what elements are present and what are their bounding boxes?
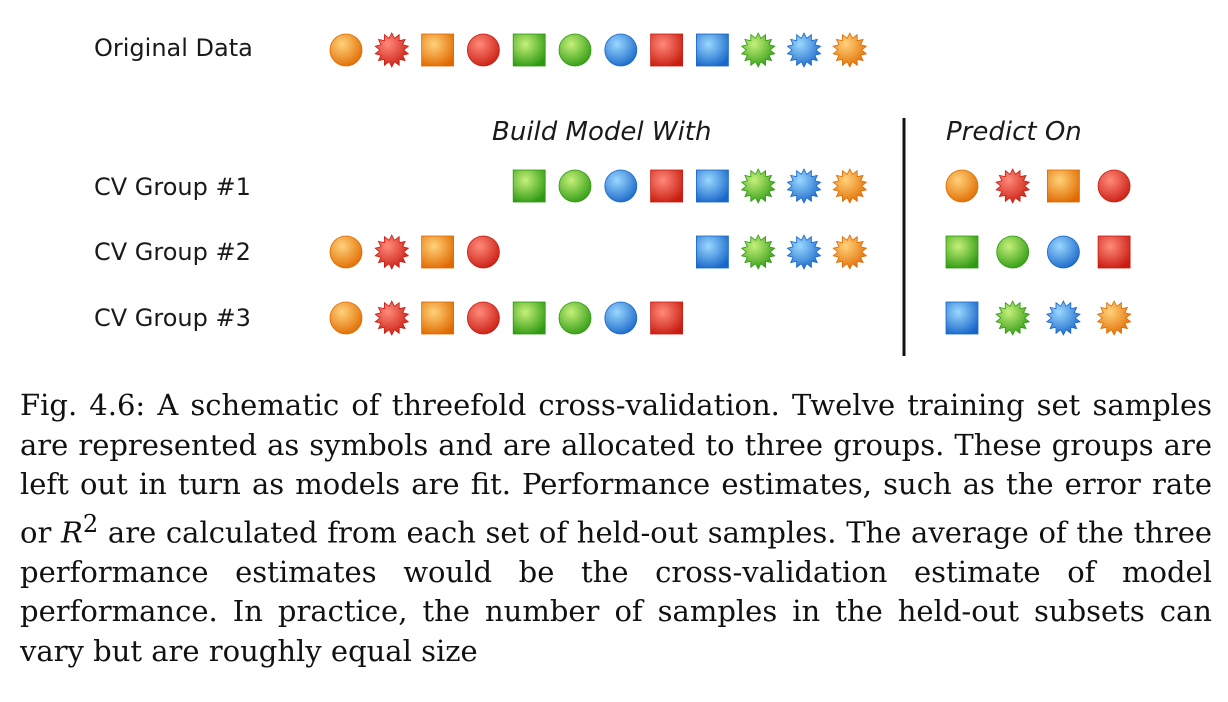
cv-group-3-train-sample-1-icon	[329, 301, 363, 335]
cv-group-3-heldout-sample-11-icon	[1045, 300, 1081, 336]
cv-group-2-train-sample-4-icon	[466, 235, 500, 269]
cv-group-2-train-sample-3-icon	[421, 235, 455, 269]
cv-group-2-heldout-sample-6-icon	[996, 235, 1030, 269]
original-sample-4-red-circle-icon	[466, 33, 500, 67]
cv-group-3-train-sample-7-icon	[604, 301, 638, 335]
cv-group-1-train-sample-5-icon	[512, 169, 546, 203]
build-model-header: Build Model With	[492, 117, 711, 147]
original-sample-1-orange-circle-icon	[329, 33, 363, 67]
original-sample-11-blue-starburst-icon	[786, 32, 822, 68]
cv-group-2-train-sample-2-icon	[374, 234, 410, 270]
cv-group-3-train-sample-8-icon	[650, 301, 683, 335]
cv-group-1-train-sample-10-icon	[740, 168, 776, 204]
caption-text-part-1: A schematic of threefold cross-validatio…	[20, 388, 1212, 550]
cv-group-2-train-sample-9-icon	[696, 235, 729, 269]
cv-group-2-train-sample-11-icon	[786, 234, 822, 270]
cv-group-2-train-sample-10-icon	[740, 234, 776, 270]
cv-group-2-label: CV Group #2	[94, 238, 251, 266]
cv-group-1-train-sample-12-icon	[832, 168, 868, 204]
original-data-label: Original Data	[94, 34, 253, 62]
cv-group-1-heldout-sample-1-icon	[945, 169, 979, 203]
cv-group-3-heldout-sample-10-icon	[995, 300, 1031, 336]
caption-text-part-2: are calculated from each set of held-out…	[20, 515, 1213, 668]
original-sample-10-green-starburst-icon	[740, 32, 776, 68]
math-r-symbol: R	[61, 515, 83, 550]
cv-group-3-train-sample-4-icon	[466, 301, 500, 335]
cv-group-1-heldout-sample-2-icon	[995, 168, 1031, 204]
original-sample-12-orange-starburst-icon	[832, 32, 868, 68]
cv-group-3-label: CV Group #3	[94, 304, 251, 332]
caption-label: Fig. 4.6:	[20, 388, 146, 422]
cv-group-3-heldout-sample-9-icon	[945, 301, 979, 335]
cv-group-1-label: CV Group #1	[94, 173, 251, 201]
cv-group-1-heldout-sample-3-icon	[1047, 169, 1080, 203]
cv-group-3-heldout-sample-12-icon	[1096, 300, 1132, 336]
cv-group-2-heldout-sample-8-icon	[1097, 235, 1131, 269]
cv-group-1-train-sample-9-icon	[696, 169, 729, 203]
cv-group-1-train-sample-11-icon	[786, 168, 822, 204]
cv-diagram: Original Data Build Model With Predict O…	[94, 32, 1132, 356]
cv-group-2-heldout-sample-5-icon	[945, 235, 979, 269]
original-sample-8-red-square-icon	[650, 33, 683, 67]
original-sample-2-red-starburst-icon	[374, 32, 410, 68]
sample-symbols	[329, 32, 1132, 336]
figure-caption: Fig. 4.6: A schematic of threefold cross…	[20, 386, 1212, 671]
predict-on-header: Predict On	[946, 117, 1082, 147]
original-sample-7-blue-circle-icon	[604, 33, 638, 67]
original-sample-9-blue-square-icon	[696, 33, 729, 67]
original-sample-6-green-circle-icon	[558, 33, 592, 67]
original-sample-5-green-square-icon	[512, 33, 546, 67]
math-exponent: 2	[82, 509, 99, 538]
cv-group-3-train-sample-6-icon	[558, 301, 592, 335]
original-sample-3-orange-square-icon	[421, 33, 455, 67]
cv-group-3-train-sample-3-icon	[421, 301, 455, 335]
cv-group-1-train-sample-8-icon	[650, 169, 683, 203]
cv-group-1-train-sample-6-icon	[558, 169, 592, 203]
cv-group-2-train-sample-1-icon	[329, 235, 363, 269]
cv-group-1-heldout-sample-4-icon	[1097, 169, 1131, 203]
cv-group-2-train-sample-12-icon	[832, 234, 868, 270]
cv-group-3-train-sample-5-icon	[512, 301, 546, 335]
cv-group-3-train-sample-2-icon	[374, 300, 410, 336]
cv-group-2-heldout-sample-7-icon	[1047, 235, 1080, 269]
cv-group-1-train-sample-7-icon	[604, 169, 638, 203]
